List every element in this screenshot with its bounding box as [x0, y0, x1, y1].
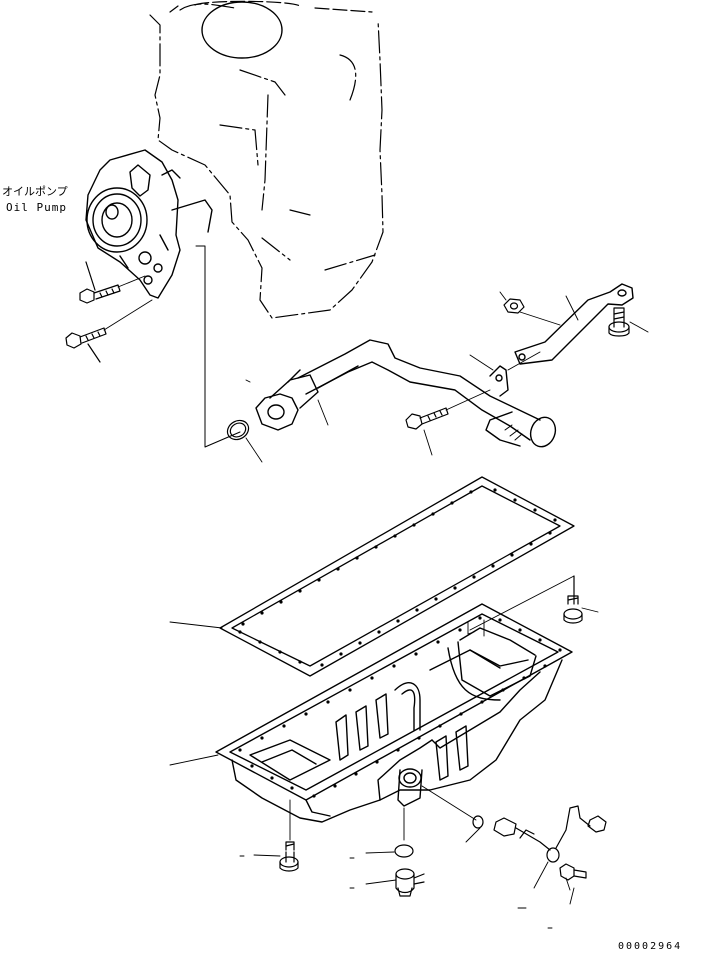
engine-block-outline — [150, 4, 383, 318]
pump-pipe-leader — [196, 246, 240, 447]
pan-leader — [170, 755, 218, 765]
gasket-leader — [170, 622, 222, 628]
pipe-bracket-leader — [470, 355, 493, 370]
pan-bolt-bottom — [240, 800, 298, 871]
level-sensor-harness — [422, 786, 606, 888]
bracket-nut — [500, 292, 560, 325]
bracket-bolt — [609, 308, 648, 336]
pipe-bracket — [508, 284, 633, 370]
engine-bore — [202, 2, 282, 58]
sensor-bolt — [560, 864, 586, 904]
oil-pan — [216, 604, 572, 822]
engine-top-edge — [170, 1, 372, 12]
oil-pump-label-en: Oil Pump — [6, 201, 67, 214]
stray-mark — [246, 380, 250, 382]
stray-mark — [518, 908, 552, 928]
bolt-leader — [104, 276, 152, 330]
oil-suction-pipe — [256, 340, 559, 450]
drain-plug — [350, 869, 424, 896]
pan-bolt-right — [468, 576, 598, 636]
drain-gasket — [350, 808, 413, 858]
oil-pan-gasket — [220, 477, 574, 676]
drawing-number: 00002964 — [618, 941, 683, 952]
oil-pump — [86, 150, 212, 298]
pump-bolt-lower — [66, 328, 106, 362]
pump-bolt-upper — [80, 262, 120, 303]
oil-pump-label-jp: オイルポンプ — [2, 185, 68, 198]
o-ring — [224, 417, 262, 462]
pipe-bolt — [406, 390, 490, 455]
